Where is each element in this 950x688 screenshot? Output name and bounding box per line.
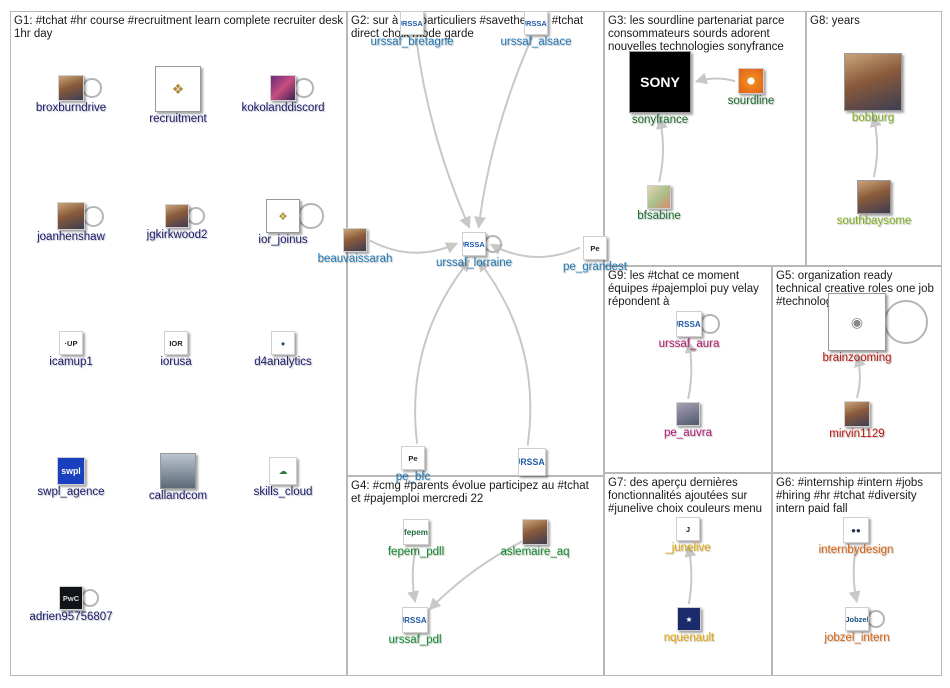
node-label[interactable]: swpl_agence [37,486,105,498]
group-photo-icon[interactable] [160,453,196,489]
group-panel-g3: G3: les sourdline partenariat parce cons… [604,11,806,266]
urssaf-logo-icon[interactable]: URSSAF [524,11,548,35]
group-panel-g9: G9: les #tchat ce moment équipes #pajemp… [604,266,772,473]
group-panel-g4: G4: #cmg #parents évolue participez au #… [347,476,604,676]
pe-logo-icon[interactable]: Pe [401,446,425,470]
d4-logo-icon[interactable]: ● [271,331,295,355]
self-loop-edge [884,300,928,344]
group-panel-g7: G7: des aperçu dernières fonctionnalités… [604,473,772,676]
node-label[interactable]: urssaf_aura [658,338,720,350]
node-label[interactable]: brainzooming [822,352,892,364]
institute-crest-icon[interactable]: ❖ [155,66,201,112]
node-label[interactable]: bobburg [851,112,895,124]
urssaf-logo-icon[interactable]: URSSAF [402,607,428,633]
node-label[interactable]: sonyfrance [631,114,689,126]
ior-logo-icon[interactable]: IOR [164,331,188,355]
node-label[interactable]: aslemaire_aq [500,546,570,558]
self-loop-edge [81,589,99,607]
person-photo-icon[interactable] [844,401,870,427]
person-photo-icon[interactable] [857,180,891,214]
group-title-g6: G6: #internship #intern #jobs #hiring #h… [776,477,924,515]
junelive-logo-icon[interactable]: J [676,517,700,541]
self-loop-edge [294,78,314,98]
self-loop-edge [298,203,324,229]
person-photo-icon[interactable] [58,75,84,101]
jobzel-logo-icon[interactable]: Jobzel [845,607,869,631]
node-label[interactable]: pe_auvra [664,427,712,439]
node-label[interactable]: internbydesign [818,544,894,556]
people-photo-icon[interactable] [676,402,700,426]
self-loop-edge [867,610,885,628]
node-label[interactable]: urssaf_bretagne [370,36,454,48]
node-label[interactable]: pe_bfc [395,471,431,483]
node-label[interactable]: icamup1 [49,356,93,368]
map-avatar-icon[interactable] [647,185,671,209]
node-label[interactable]: sourdline [727,95,775,107]
badge-logo-icon[interactable]: ★ [677,607,701,631]
cloud-logo-icon[interactable]: ☁ [269,457,297,485]
node-label[interactable]: skills_cloud [253,486,313,498]
self-loop-edge [484,235,502,253]
sourdline-logo-icon[interactable] [738,68,764,94]
node-label[interactable]: recruitment [149,113,207,125]
node-label[interactable]: nquenault [663,632,715,644]
urssaf-logo-icon[interactable]: URSSAF [462,232,486,256]
node-label[interactable]: jobzel_intern [824,632,890,644]
pe-logo-icon[interactable]: Pe [583,236,607,260]
self-loop-edge [700,314,720,334]
node-label[interactable]: jgkirkwood2 [146,229,208,241]
node-label[interactable]: callandcom [148,490,208,502]
sony-logo-icon[interactable]: SONY [629,51,691,113]
group-title-g4: G4: #cmg #parents évolue participez au #… [351,480,589,505]
pwc-logo-icon[interactable]: PwC [59,586,83,610]
node-label[interactable]: ior_joinus [258,234,308,246]
node-label[interactable]: kokolanddiscord [241,102,325,114]
group-title-g9: G9: les #tchat ce moment équipes #pajemp… [608,270,759,308]
fepem-logo-icon[interactable]: fepem [403,519,429,545]
node-label[interactable]: d4analytics [254,356,312,368]
group-title-g3: G3: les sourdline partenariat parce cons… [608,15,785,53]
brain-logo-icon[interactable]: ◉ [828,293,886,351]
swpl-logo-icon[interactable]: swpl [57,457,85,485]
group-panel-g6: G6: #internship #intern #jobs #hiring #h… [772,473,942,676]
self-loop-edge [83,205,104,227]
node-label[interactable]: bfsabine [637,210,681,222]
node-label[interactable]: _junelive [665,542,711,554]
person-photo-icon[interactable] [522,519,548,545]
person-photo-icon[interactable] [57,202,85,230]
node-label[interactable]: urssaf_pdl [388,634,442,646]
group-title-g8: G8: years [810,15,860,27]
urssaf-logo-icon[interactable]: URSSAF [400,11,424,35]
self-loop-edge [187,207,205,225]
group-title-g7: G7: des aperçu dernières fonctionnalités… [608,477,763,515]
node-label[interactable]: broxburndrive [35,102,107,114]
node-label[interactable]: fepem_pdll [387,546,445,558]
person-photo-icon[interactable] [165,204,189,228]
up-logo-icon[interactable]: ·UP [59,331,83,355]
person-photo-icon[interactable] [844,53,902,111]
node-label[interactable]: iorusa [160,356,192,368]
node-label[interactable]: southbaysome [836,215,912,227]
person-photo-icon[interactable] [343,228,367,252]
node-label[interactable]: adrien95756807 [29,611,113,623]
group-title-g1: G1: #tchat #hr course #recruitment learn… [14,15,344,40]
node-label[interactable]: pe_grandest [563,261,627,273]
node-label[interactable]: urssaf_alsace [500,36,572,48]
artwork-icon[interactable] [270,75,296,101]
self-loop-edge [82,78,102,98]
institute-crest-icon[interactable]: ❖ [266,199,300,233]
node-label[interactable]: mirvin1129 [829,428,885,440]
circles-logo-icon[interactable]: ●● [843,517,869,543]
node-label[interactable]: urssaf_lorraine [435,257,513,269]
urssaf-logo-icon[interactable]: URSSAF [518,448,546,476]
urssaf-logo-icon[interactable]: URSSAF [676,311,702,337]
node-label[interactable]: joanhenshaw [37,231,105,243]
node-label[interactable]: beauvaissarah [317,253,393,265]
